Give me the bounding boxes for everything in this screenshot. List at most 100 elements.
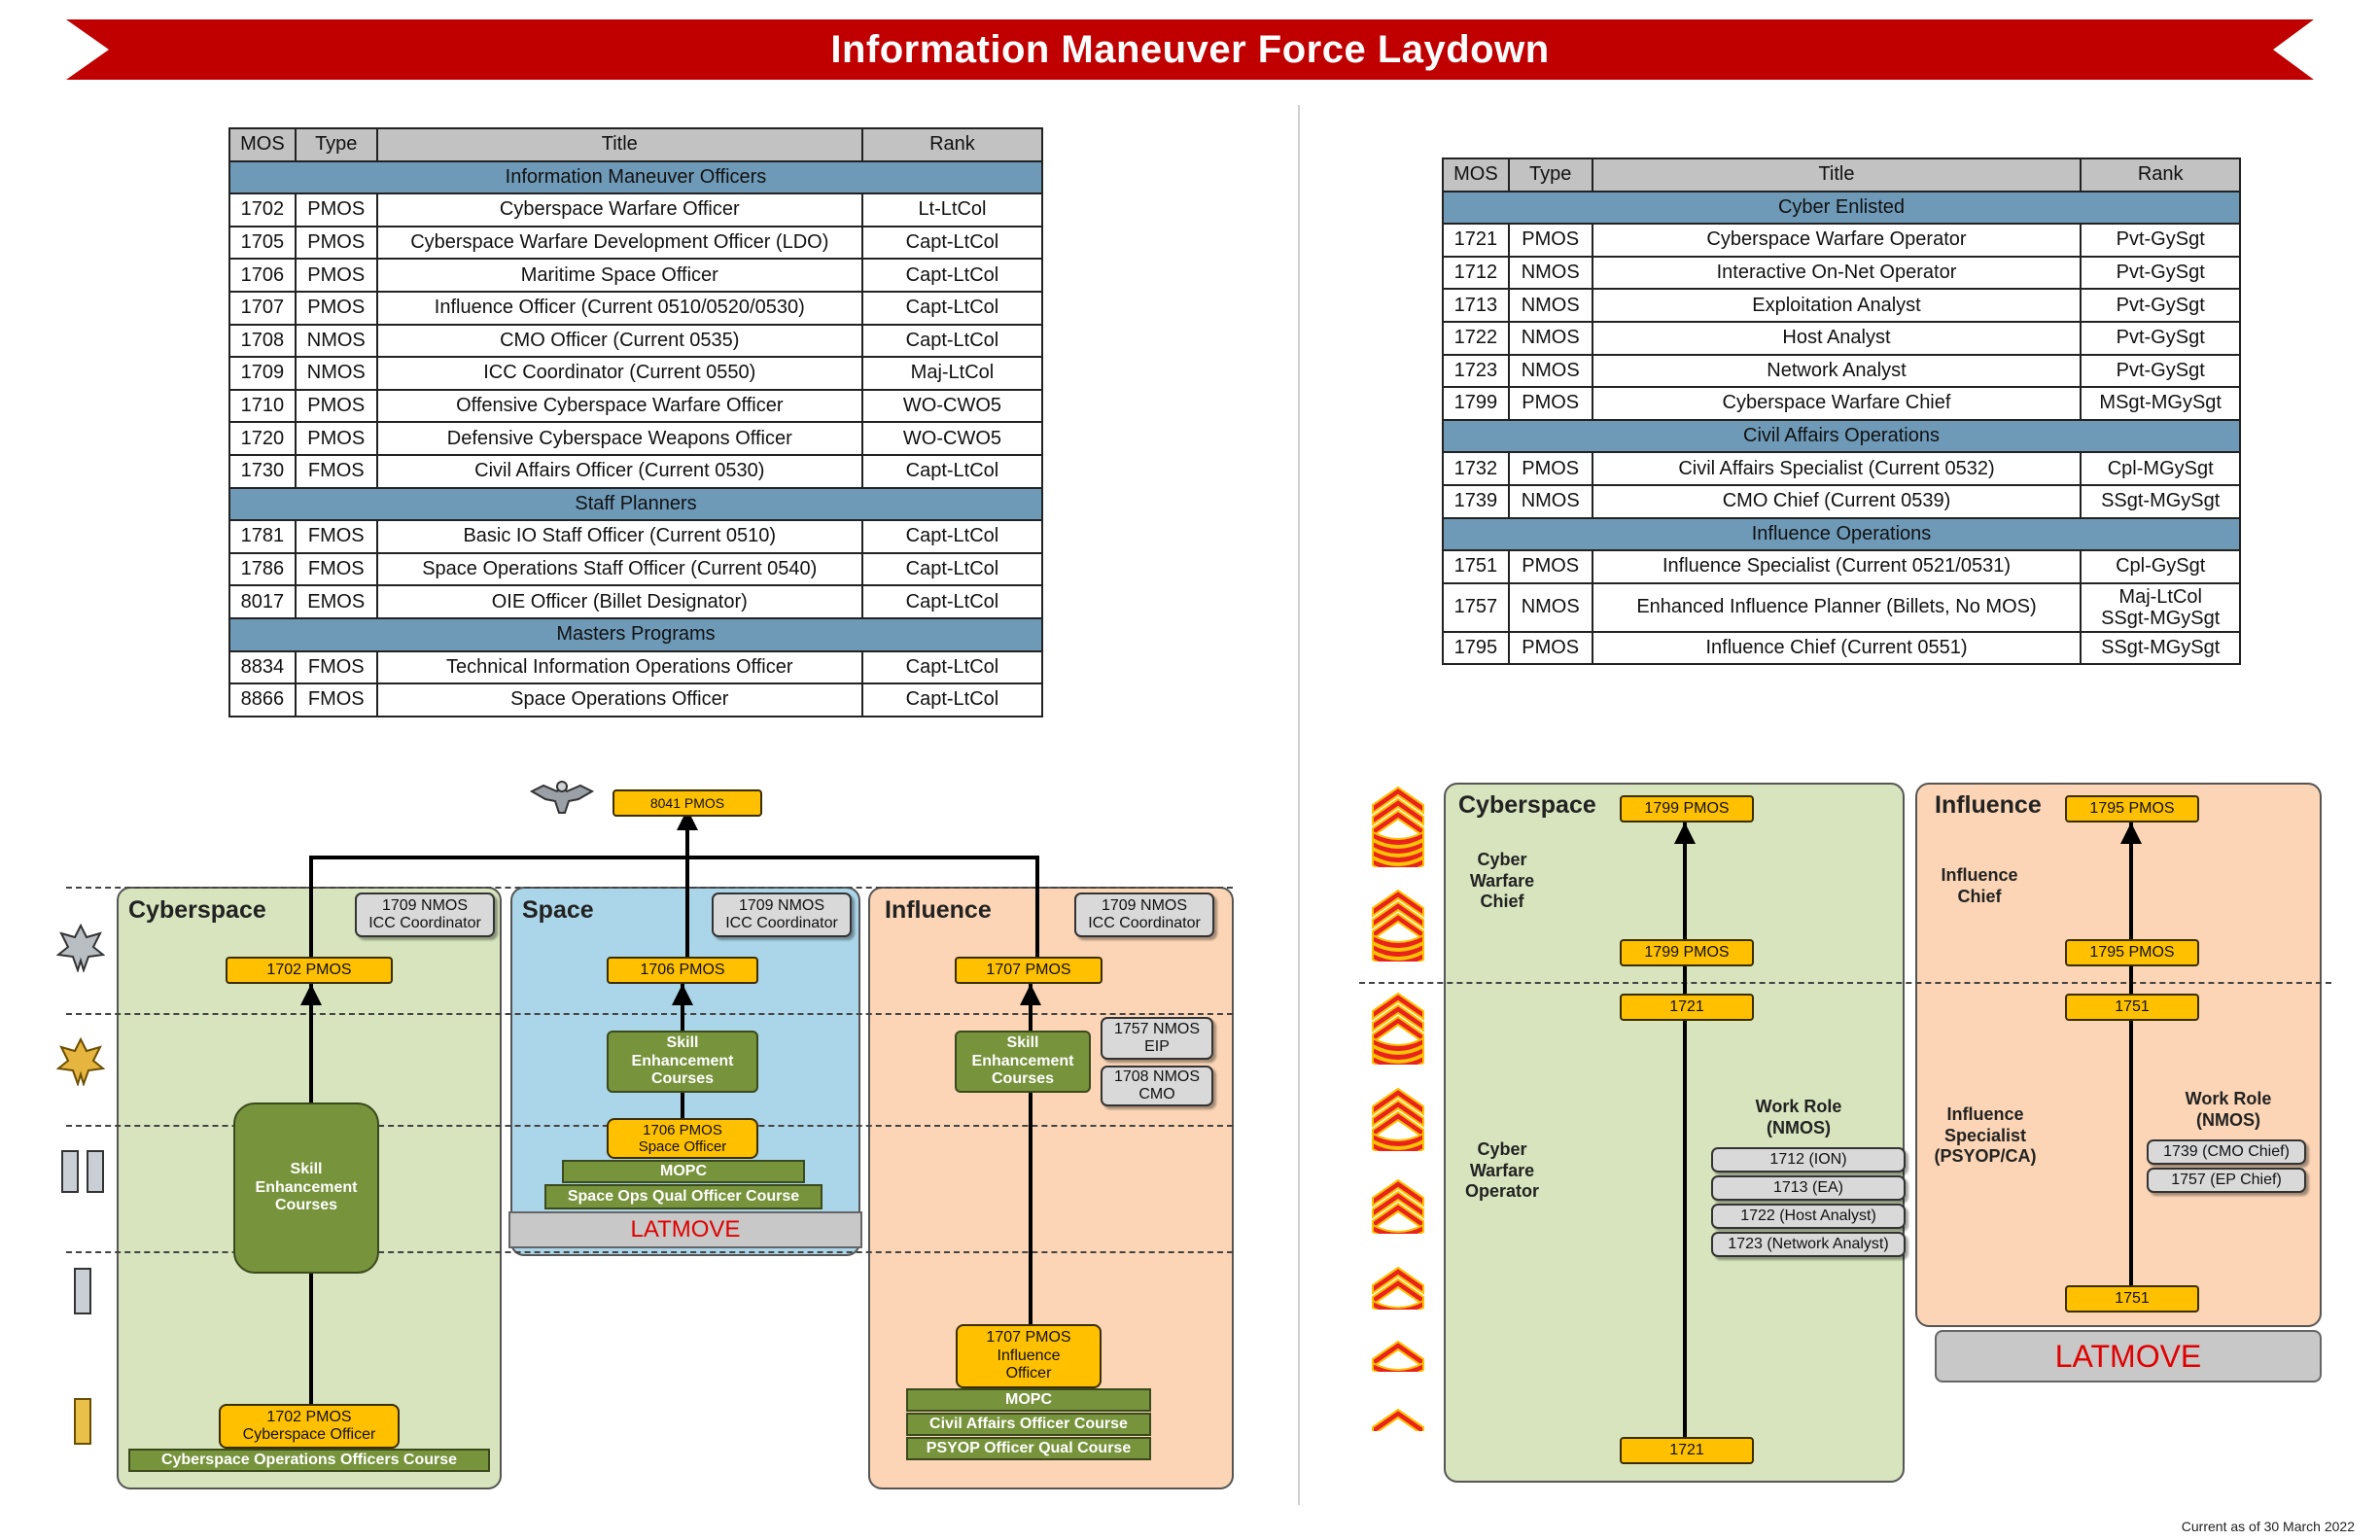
- box-line: ICC Coordinator: [1088, 915, 1201, 931]
- label-line: (NMOS): [2196, 1109, 2260, 1130]
- cell-mos: 1723: [1442, 353, 1510, 389]
- cell-mos: 8866: [228, 682, 297, 718]
- cell-type: NMOS: [1507, 320, 1593, 356]
- panel-title: Cyberspace: [128, 896, 266, 924]
- cell-type: FMOS: [294, 453, 378, 489]
- mos-1799-box: 1799 PMOS: [1620, 939, 1754, 966]
- cell-mos: 1712: [1442, 255, 1510, 291]
- cell-title: Influence Specialist (Current 0521/0531): [1591, 549, 2082, 584]
- work-role-label: Work Role (NMOS): [1731, 1097, 1867, 1138]
- cell-type: PMOS: [294, 388, 378, 424]
- section-title: Information Maneuver Officers: [228, 159, 1043, 195]
- cell-type: PMOS: [1507, 451, 1593, 486]
- panel-title: Influence: [885, 896, 992, 924]
- box-line: Space Officer: [638, 1138, 727, 1155]
- master-sergeant-chevron-icon: [1372, 889, 1424, 962]
- section-title: Staff Planners: [228, 486, 1043, 522]
- cell-mos: 1732: [1442, 451, 1510, 486]
- cell-mos: 1710: [228, 388, 297, 424]
- work-role-box: 1722 (Host Analyst): [1711, 1204, 1906, 1229]
- cell-mos: 1751: [1442, 549, 1510, 584]
- label-line: Work Role: [1755, 1097, 1842, 1116]
- section-title: Civil Affairs Operations: [1442, 418, 2241, 454]
- cell-mos: 8834: [228, 649, 297, 685]
- cell-title: Basic IO Staff Officer (Current 0510): [375, 519, 863, 554]
- mos-1707-box: 1707 PMOS: [955, 957, 1102, 984]
- cell-type: NMOS: [1507, 483, 1593, 519]
- captain-bars-icon: [61, 1150, 104, 1193]
- cell-mos: 1799: [1442, 386, 1510, 421]
- box-line: Enhancement: [255, 1178, 358, 1196]
- cell-mos: 1702: [228, 192, 297, 228]
- mos-1795-box: 1795 PMOS: [2065, 939, 2199, 966]
- cyberspace-officer-box: 1702 PMOS Cyberspace Officer: [219, 1404, 400, 1449]
- cell-type: NMOS: [294, 323, 378, 359]
- cell-rank: WO-CWO5: [860, 388, 1044, 424]
- cell-type: NMOS: [1507, 353, 1593, 389]
- cell-type: FMOS: [294, 519, 378, 554]
- mos-1799-top-box: 1799 PMOS: [1620, 795, 1754, 822]
- cell-mos: 1720: [228, 421, 297, 456]
- label-line: Cyber: [1477, 850, 1527, 869]
- cell-type: EMOS: [294, 584, 378, 619]
- section-title: Cyber Enlisted: [1442, 190, 2241, 226]
- mos-1721-upper-box: 1721: [1620, 994, 1754, 1021]
- skill-enhancement-box: Skill Enhancement Courses: [233, 1102, 379, 1274]
- cell-rank: Pvt-GySgt: [2080, 255, 2241, 291]
- cell-line: Maj-LtCol: [2118, 585, 2202, 608]
- work-role-box: 1713 (EA): [1711, 1175, 1906, 1201]
- box-line: 1702 PMOS: [266, 1408, 352, 1425]
- panel-title: Space: [522, 896, 594, 924]
- box-line: Courses: [274, 1197, 338, 1214]
- cell-rank: MSgt-MGySgt: [2080, 386, 2241, 421]
- cell-title: Enhanced Influence Planner (Billets, No …: [1591, 581, 2082, 633]
- cell-title: Space Operations Officer: [375, 682, 863, 718]
- mos-1751-upper-box: 1751: [2065, 994, 2199, 1021]
- cell-rank: WO-CWO5: [860, 421, 1044, 456]
- icc-coordinator-box: 1709 NMOS ICC Coordinator: [355, 892, 495, 937]
- box-line: ICC Coordinator: [368, 915, 481, 931]
- work-role-box: 1723 (Network Analyst): [1711, 1232, 1906, 1257]
- cell-type: PMOS: [294, 192, 378, 228]
- officer-mos-table: MOS Type Title Rank Information Maneuver…: [228, 127, 1044, 718]
- box-line: Enhancement: [971, 1052, 1074, 1069]
- master-gunnery-sergeant-chevron-icon: [1372, 786, 1424, 867]
- eip-nmos-box: 1757 NMOS EIP: [1101, 1017, 1213, 1060]
- box-line: Cyberspace Officer: [242, 1426, 376, 1443]
- box-line: 1757 NMOS: [1113, 1020, 1201, 1037]
- skill-enhancement-box: Skill Enhancement Courses: [607, 1031, 758, 1093]
- connector-line: [685, 811, 689, 970]
- cell-mos: 8017: [228, 584, 297, 619]
- progression-line: [1029, 982, 1032, 1342]
- cell-title: Exploitation Analyst: [1591, 288, 2082, 323]
- cell-type: PMOS: [294, 290, 378, 326]
- label-line: Chief: [1480, 892, 1524, 912]
- cell-rank: Pvt-GySgt: [2080, 320, 2241, 356]
- cell-rank: Capt-LtCol: [860, 519, 1044, 554]
- cell-rank: Capt-LtCol: [860, 453, 1044, 489]
- panel-title: Cyberspace: [1458, 791, 1596, 819]
- grade-line: [66, 1013, 1233, 1015]
- cell-mos: 1709: [228, 356, 297, 391]
- cell-mos: 1781: [228, 519, 297, 554]
- second-lieutenant-bar-icon: [74, 1398, 91, 1445]
- cell-mos: 1795: [1442, 630, 1510, 666]
- header-title: Title: [375, 127, 863, 162]
- box-line: 1706 PMOS: [643, 1121, 722, 1138]
- cell-title: Technical Information Operations Officer: [375, 649, 863, 685]
- cell-title: Civil Affairs Specialist (Current 0532): [1591, 451, 2082, 486]
- colonel-eagle-icon: [530, 781, 594, 814]
- cell-title: Interactive On-Net Operator: [1591, 255, 2082, 291]
- box-line: Skill: [666, 1034, 699, 1052]
- work-role-box: 1712 (ION): [1711, 1147, 1906, 1172]
- influence-specialist-label: Influence Specialist (PSYOP/CA): [1925, 1104, 2046, 1168]
- cell-title: Host Analyst: [1591, 320, 2082, 356]
